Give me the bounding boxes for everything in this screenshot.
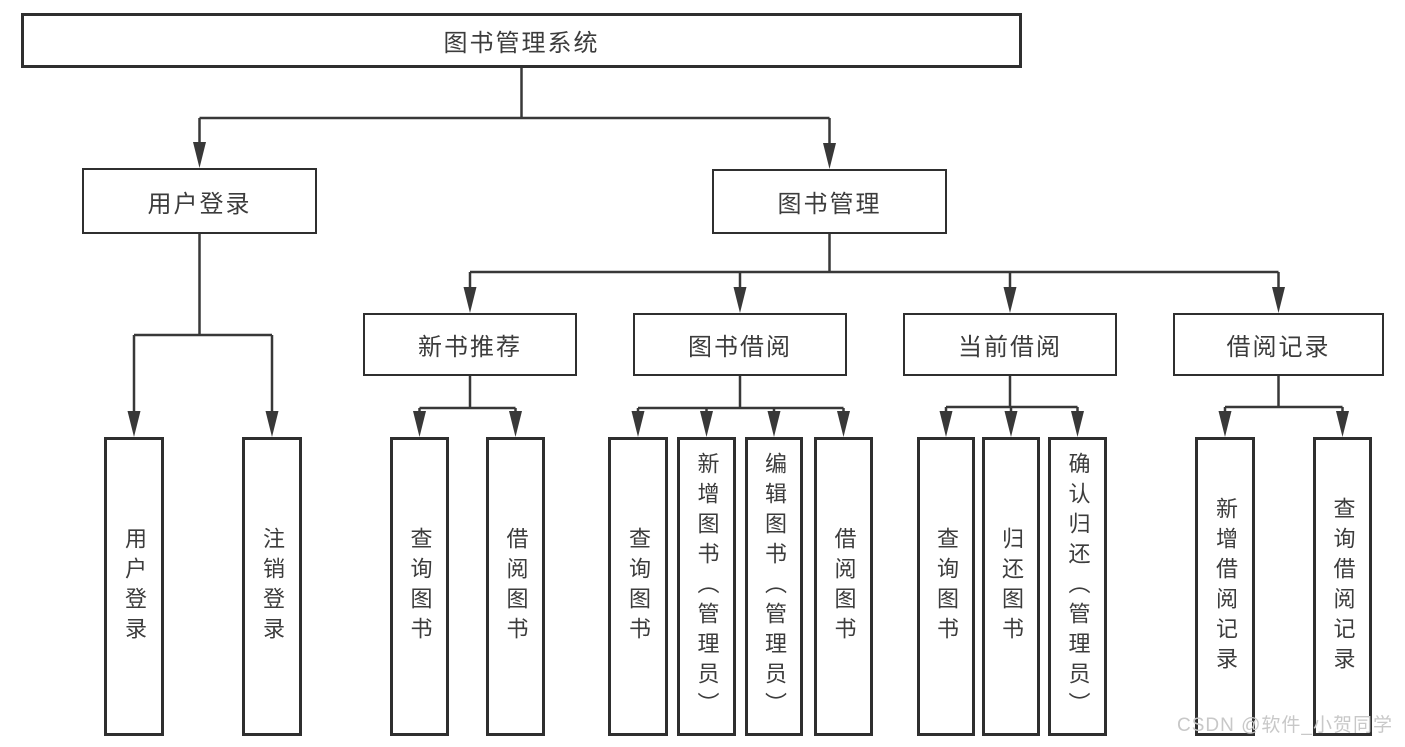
leaf-add-book-admin: 新增图书（管理员） [677,437,736,736]
leaf-return-book: 归还图书 [982,437,1040,736]
leaf-user-login: 用户登录 [104,437,164,736]
node-new-book-recommend: 新书推荐 [363,313,577,376]
leaf-borrow-book-recommend: 借阅图书 [486,437,545,736]
node-user-login: 用户登录 [82,168,317,234]
leaf-query-book-current: 查询图书 [917,437,975,736]
leaf-edit-book-admin: 编辑图书（管理员） [745,437,803,736]
watermark: CSDN @软件_小贺同学 [1177,715,1393,736]
leaf-logout: 注销登录 [242,437,302,736]
node-current-borrow: 当前借阅 [903,313,1117,376]
leaf-add-borrow-record: 新增借阅记录 [1195,437,1255,736]
leaf-confirm-return-admin: 确认归还（管理员） [1048,437,1107,736]
arrowheads [127,142,1349,437]
node-book-borrow: 图书借阅 [633,313,847,376]
leaf-query-book-borrow: 查询图书 [608,437,668,736]
node-book-management: 图书管理 [712,169,947,234]
leaf-query-book-recommend: 查询图书 [390,437,449,736]
node-borrow-records: 借阅记录 [1173,313,1384,376]
node-library-management-system: 图书管理系统 [21,13,1022,68]
leaf-borrow-book: 借阅图书 [814,437,873,736]
leaf-query-borrow-record: 查询借阅记录 [1313,437,1372,736]
